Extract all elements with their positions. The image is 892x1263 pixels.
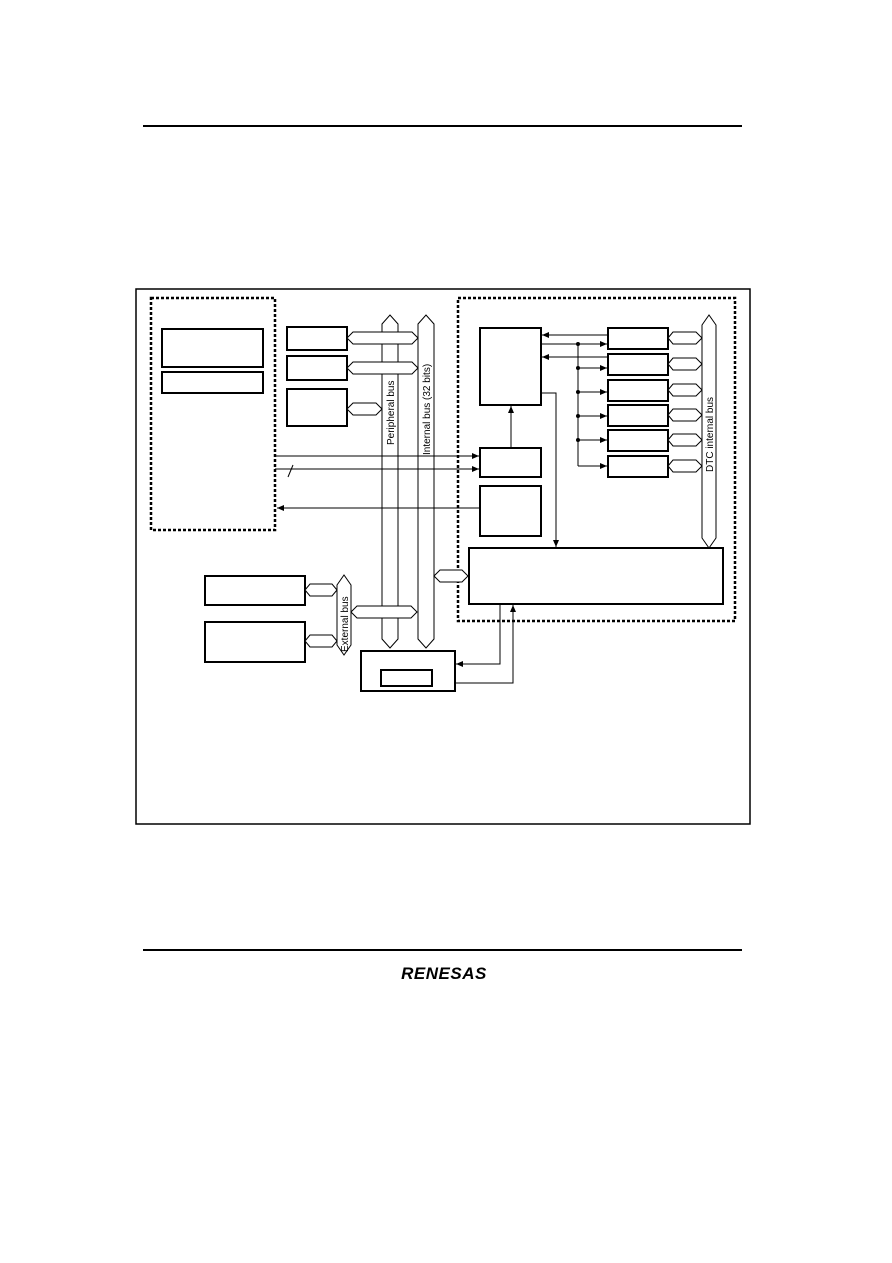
dtc-register-3 [607,379,669,402]
interrupt-control-block [479,447,542,478]
bus-width-slash [287,464,294,478]
bus-controller-inner-block [380,669,433,687]
external-block-2 [204,621,306,663]
outer-frame [135,288,751,825]
peripheral-box-3 [286,388,348,427]
footer-rule [143,949,742,951]
peripheral-bus-shape [381,314,399,649]
external-bus-shape [336,574,352,656]
external-bus-label: External bus [340,596,351,652]
connector-extbus-to-bus [350,605,418,619]
dtc-internal-bus-label: DTC internal bus [705,397,716,472]
dtc-internal-bus-shape [701,314,717,549]
connector-ext1-extbus [304,583,338,597]
connector-ext2-extbus [304,634,338,648]
peripheral-box-1 [286,326,348,351]
dtc-register-5 [607,429,669,452]
dtc-register-1 [607,327,669,350]
junction-dots [576,342,580,442]
dtc-register-4 [607,404,669,427]
left-dashed-region [149,296,277,532]
connector-box1-bus [346,331,419,345]
peripheral-box-2 [286,355,348,381]
arrow-busctrl-to-register [455,605,516,684]
arrow-ctrl-to-register [541,392,559,547]
left-block-1 [161,328,264,368]
header-rule [143,125,742,127]
register-bus-connectors [667,331,703,473]
dtc-control-block [479,327,542,406]
connector-box3-bus [346,402,383,416]
dtc-status-block [479,485,542,537]
dtc-register-2 [607,353,669,376]
connector-box2-bus [346,361,419,375]
internal-bus-shape [417,314,435,649]
connector-internal-to-register [433,569,469,583]
left-block-2 [161,371,264,394]
peripheral-bus-label: Peripheral bus [386,381,397,445]
external-block-1 [204,575,306,606]
register-fanout-arrows [578,365,607,469]
dtc-register-block [468,547,724,605]
arrow-register-to-busctrl [456,604,501,667]
bus-controller-block [360,650,456,692]
renesas-logo: RENESAS [401,964,487,983]
internal-bus-label: Internal bus (32 bits) [422,364,433,455]
dtc-register-6 [607,455,669,478]
